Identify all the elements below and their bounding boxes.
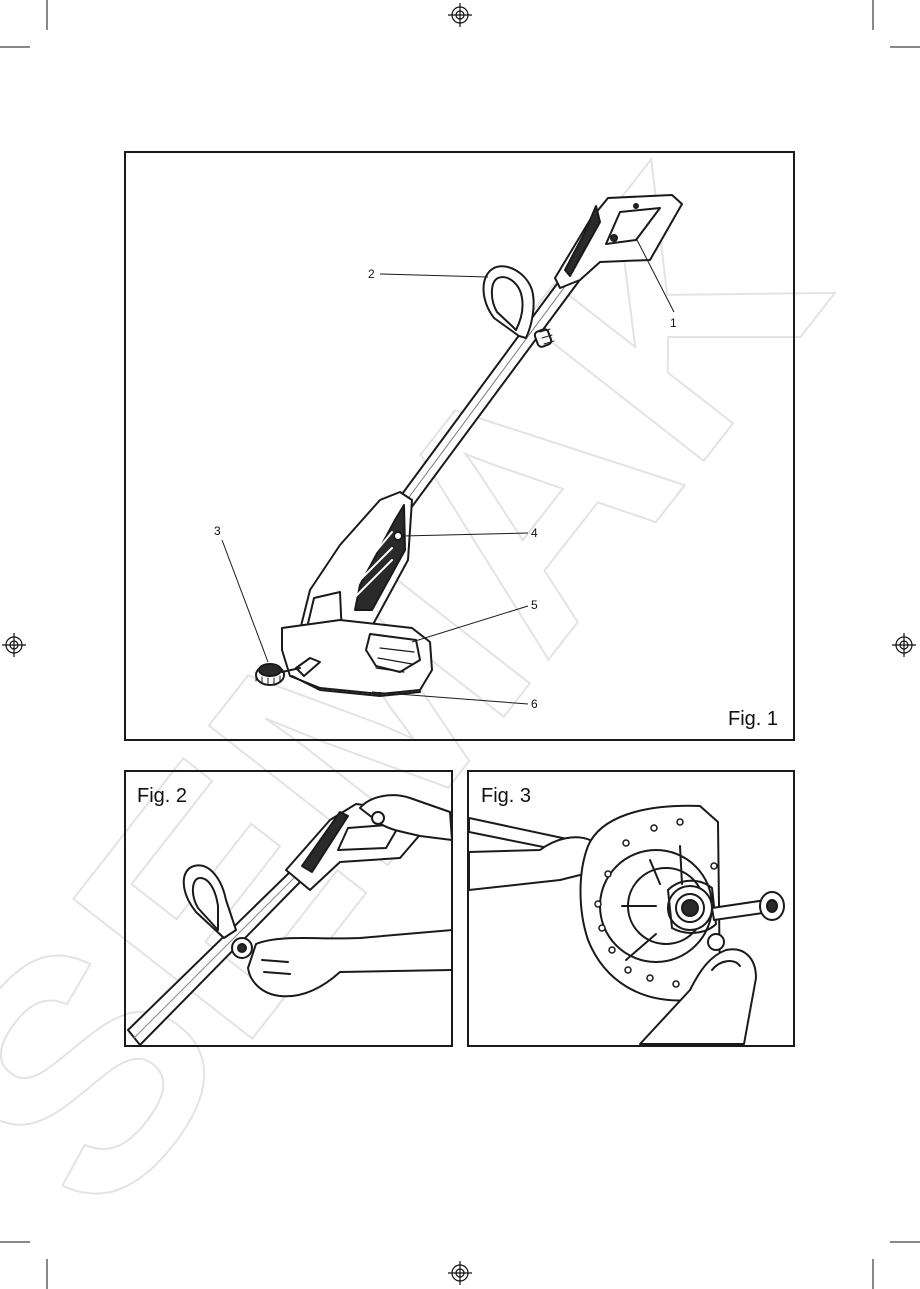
figure-3-illustration: [0, 0, 920, 1289]
